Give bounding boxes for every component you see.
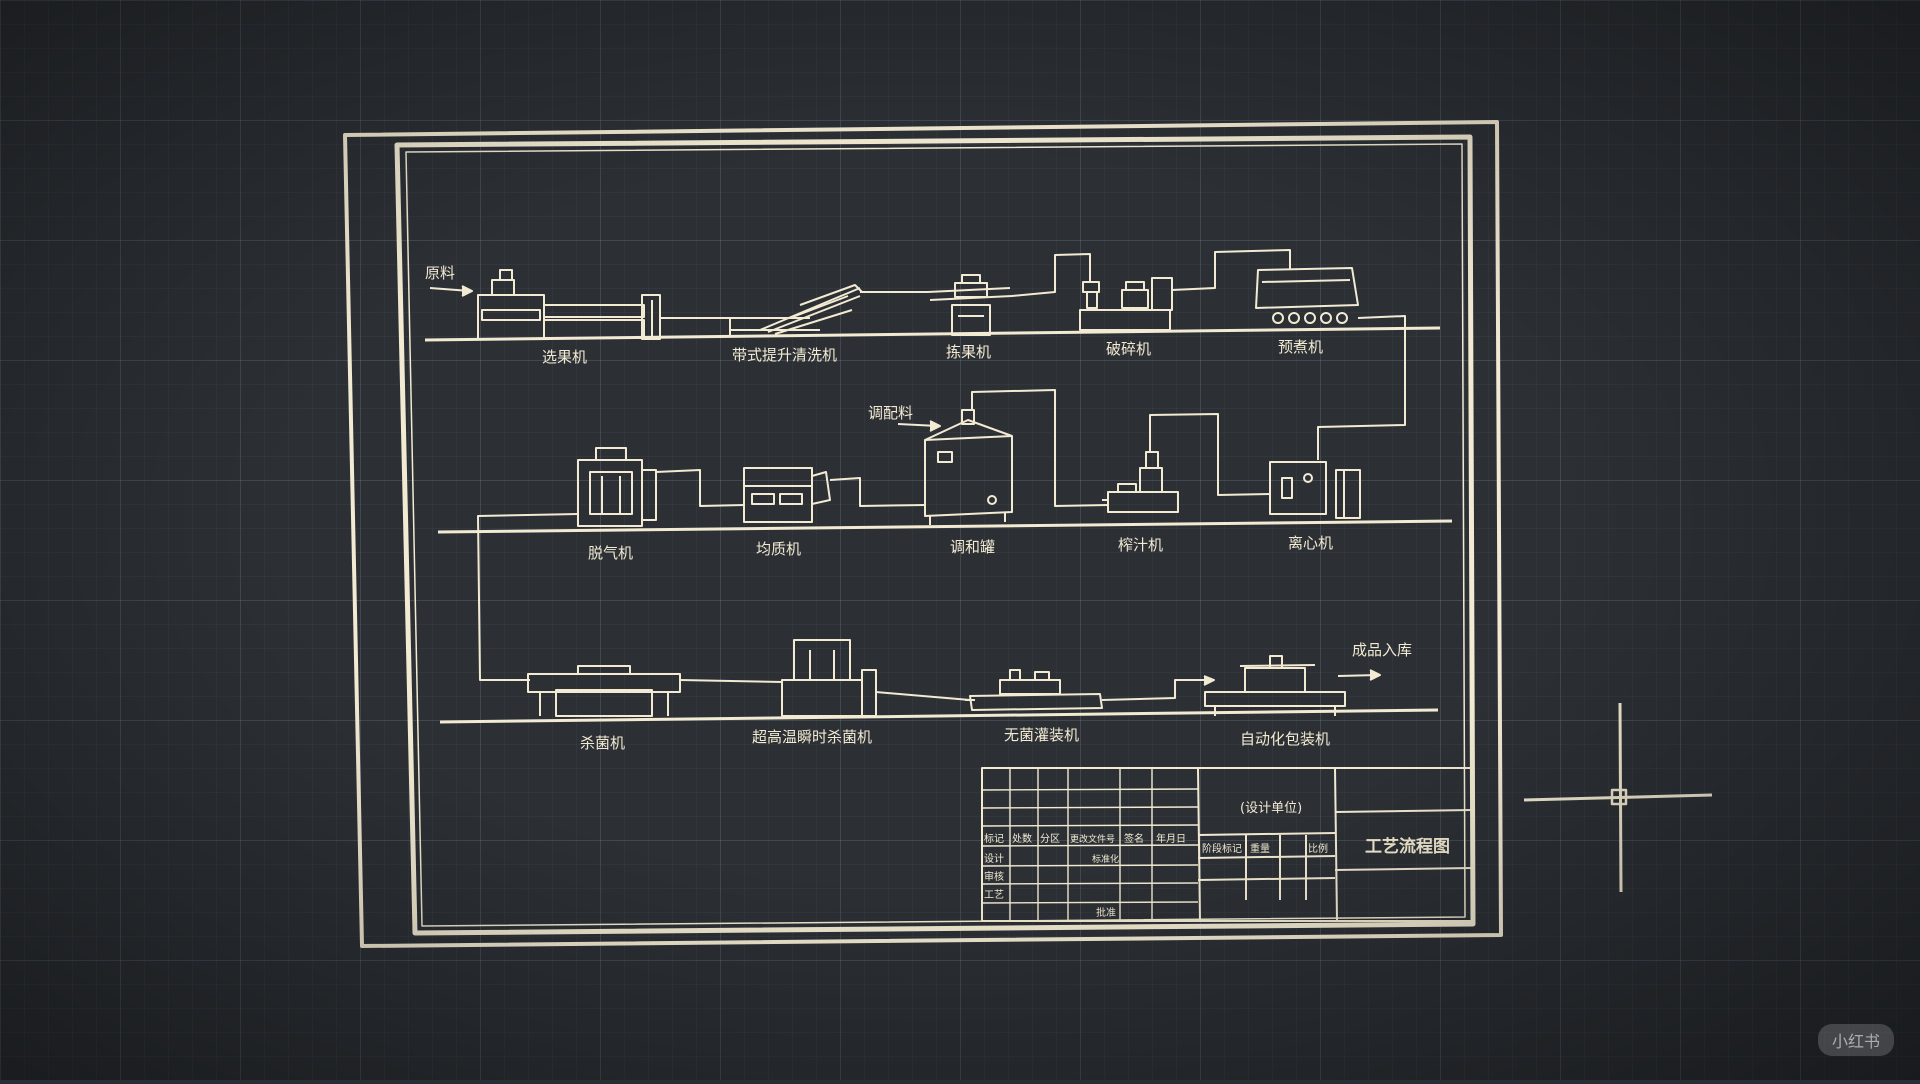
raw-material-label: 原料: [425, 264, 455, 282]
homogenizer-machine[interactable]: [744, 468, 830, 522]
pipe-filler-to-packer[interactable]: [1102, 680, 1212, 700]
centrifuge-machine[interactable]: [1270, 462, 1360, 518]
pipe-deaerator-to-sterilizer[interactable]: [478, 514, 578, 680]
pipe-cooker-to-centrifuge[interactable]: [1318, 316, 1405, 460]
label-homogenizer: 均质机: [756, 540, 801, 558]
picking-machine[interactable]: [928, 275, 1012, 335]
tb-standardize: 标准化: [1092, 853, 1119, 865]
label-belt-washer: 带式提升清洗机: [732, 346, 837, 364]
fruit-sorter-machine[interactable]: [478, 270, 660, 339]
watermark-badge: 小红书: [1818, 1024, 1894, 1056]
tb-process: 工艺: [984, 889, 1004, 901]
juicer-machine[interactable]: [1102, 452, 1178, 512]
tb-zone: 分区: [1040, 833, 1060, 845]
label-crusher: 破碎机: [1106, 340, 1151, 358]
belt-elevator-washer[interactable]: [730, 285, 862, 335]
sterilizer-machine[interactable]: [528, 666, 680, 716]
pre-cooker-machine[interactable]: [1256, 268, 1358, 323]
auto-packing-machine[interactable]: [1205, 656, 1345, 716]
seasoning-arrow: [898, 421, 940, 431]
label-picker: 拣果机: [946, 343, 991, 361]
pipe-homogenizer-to-deaerator[interactable]: [656, 470, 744, 506]
pipe-juicer-to-tank[interactable]: [972, 390, 1108, 506]
tb-sign: 签名: [1124, 832, 1144, 845]
tb-approve: 批准: [1096, 906, 1116, 919]
label-fruit-sorter: 选果机: [542, 348, 587, 366]
tb-change-doc: 更改文件号: [1070, 833, 1115, 845]
crusher-machine[interactable]: [1080, 278, 1172, 330]
tb-date: 年月日: [1156, 832, 1186, 845]
tb-stage-mark: 阶段标记: [1202, 842, 1242, 855]
tb-check: 审核: [984, 870, 1004, 883]
raw-material-arrow: [430, 286, 472, 296]
label-uht-sterilizer: 超高温瞬时杀菌机: [752, 728, 872, 746]
label-blending-tank: 调和罐: [950, 538, 995, 556]
finished-goods-arrow: [1338, 670, 1380, 680]
pipe-centrifuge-to-juicer[interactable]: [1150, 414, 1270, 495]
pipe-uht-to-filler[interactable]: [876, 692, 970, 700]
aseptic-filler-machine[interactable]: [965, 670, 1102, 710]
pipe-picker-to-crusher[interactable]: [1012, 254, 1090, 296]
label-centrifuge: 离心机: [1288, 534, 1333, 552]
label-aseptic-filler: 无菌灌装机: [1004, 726, 1079, 744]
title-block-drawing-title: 工艺流程图: [1365, 836, 1450, 857]
finished-goods-label: 成品入库: [1352, 641, 1412, 659]
tb-count: 处数: [1012, 832, 1032, 845]
label-sterilizer: 杀菌机: [580, 734, 625, 752]
label-auto-packer: 自动化包装机: [1240, 730, 1330, 748]
title-block-design-unit: (设计单位): [1240, 801, 1302, 816]
pipe-sterilizer-to-uht[interactable]: [680, 680, 782, 682]
label-deaerator: 脱气机: [588, 544, 633, 562]
seasoning-label: 调配料: [868, 404, 913, 422]
crosshair-cursor-icon: [1524, 703, 1712, 892]
deaerator-machine[interactable]: [578, 448, 656, 526]
tb-design: 设计: [984, 852, 1004, 865]
uht-sterilizer-machine[interactable]: [782, 640, 876, 716]
tb-mark: 标记: [984, 833, 1004, 845]
tb-scale: 比例: [1308, 842, 1328, 855]
label-pre-cooker: 预煮机: [1278, 338, 1323, 356]
tb-weight: 重量: [1250, 842, 1270, 855]
pipe-tank-to-homogenizer[interactable]: [830, 478, 925, 506]
label-juicer: 榨汁机: [1118, 536, 1163, 554]
